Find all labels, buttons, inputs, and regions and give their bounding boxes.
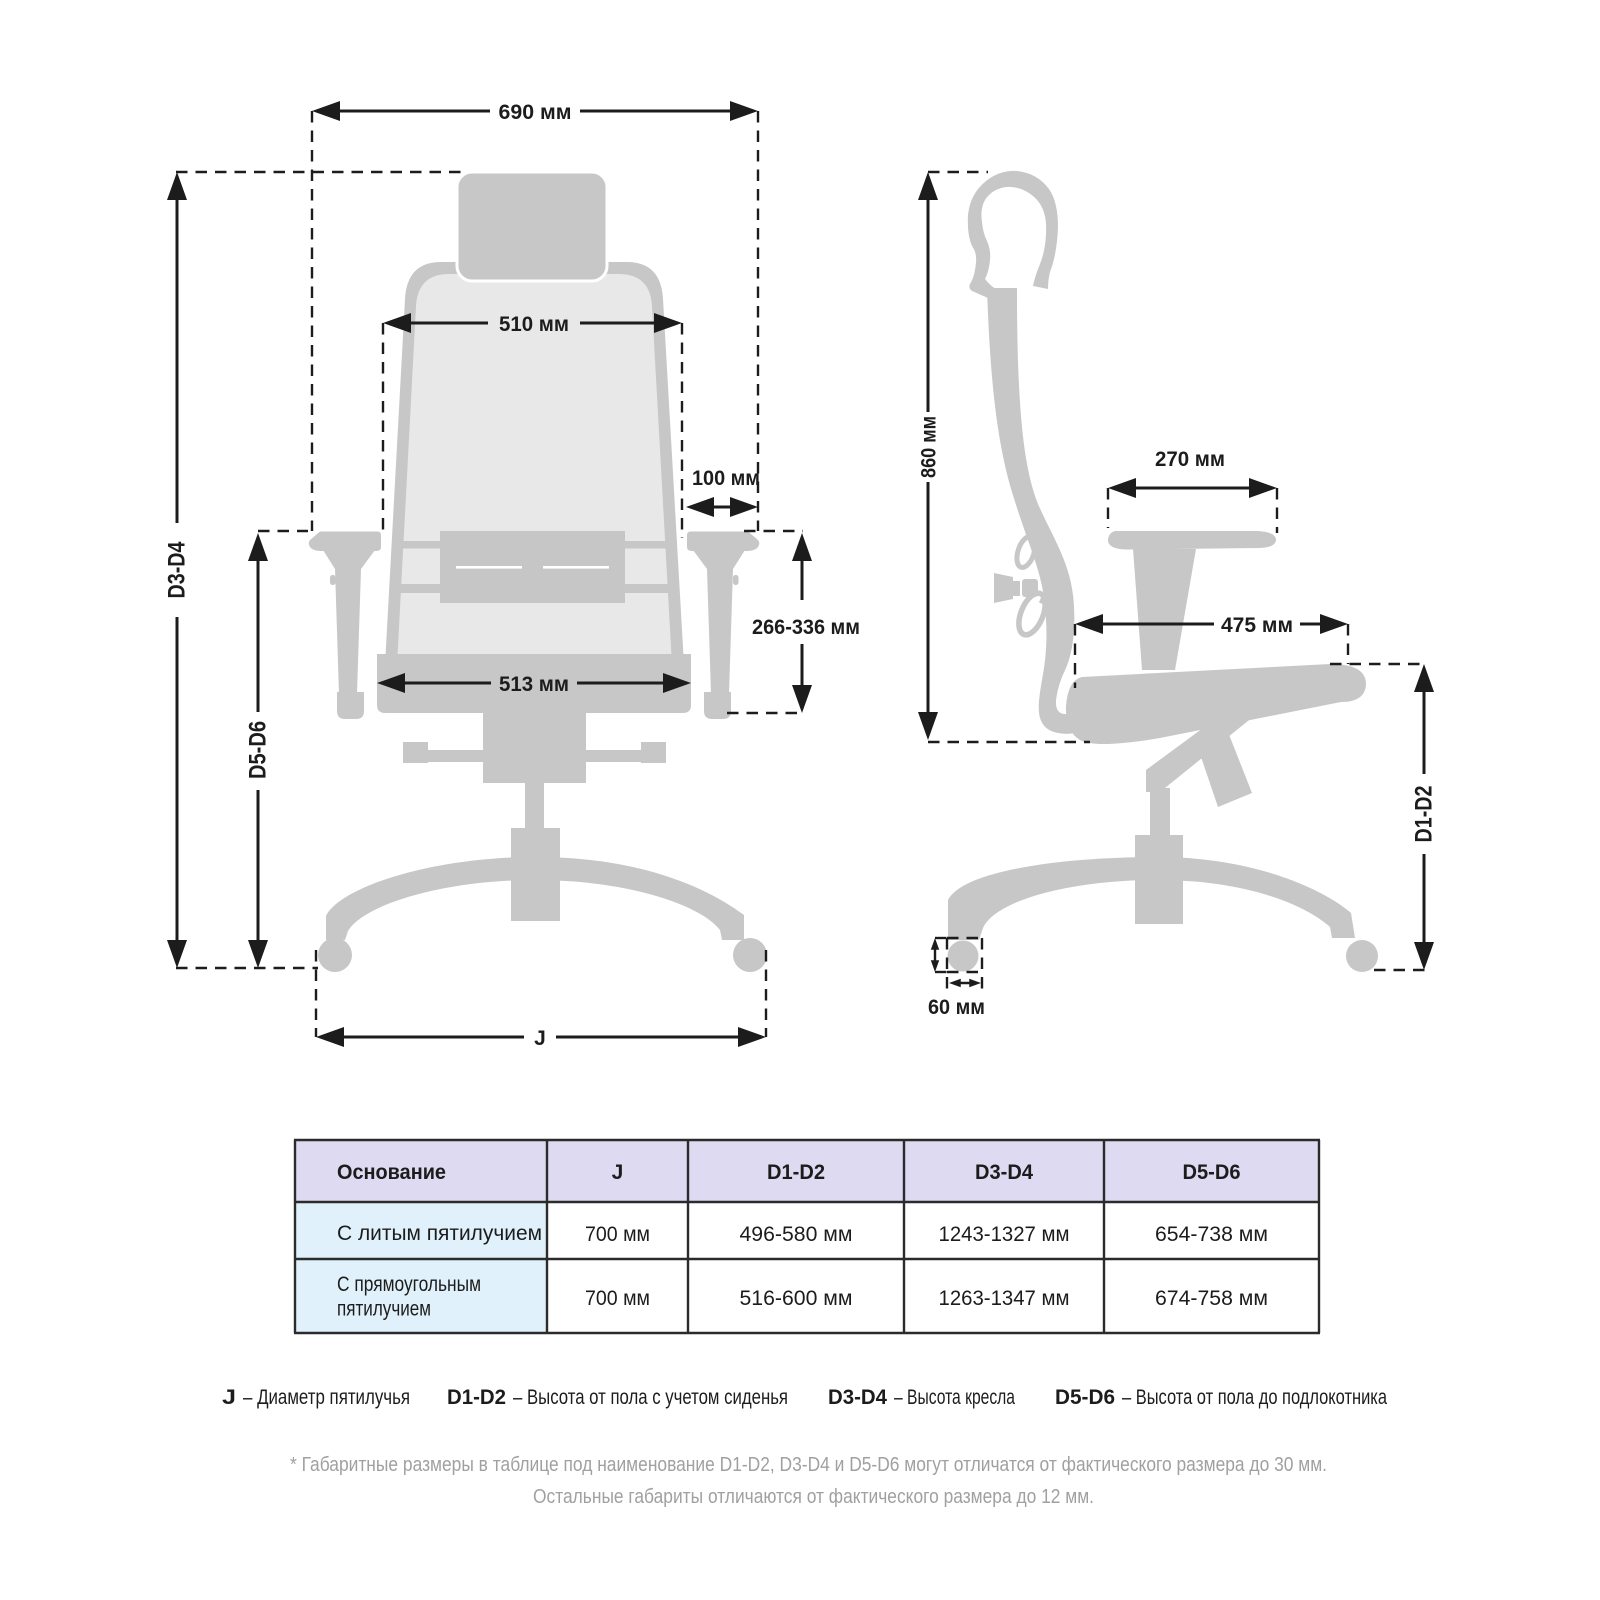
svg-text:270 мм: 270 мм [1155, 448, 1225, 471]
svg-text:– Высота кресла: – Высота кресла [894, 1386, 1015, 1409]
svg-text:* Габаритные размеры в таблице: * Габаритные размеры в таблице под наиме… [290, 1453, 1327, 1476]
svg-text:516-600 мм: 516-600 мм [740, 1287, 853, 1310]
svg-text:100 мм: 100 мм [692, 467, 760, 490]
svg-text:J: J [222, 1386, 236, 1409]
svg-text:J: J [534, 1027, 546, 1050]
svg-text:– Диаметр пятилучья: – Диаметр пятилучья [243, 1386, 410, 1409]
svg-text:496-580 мм: 496-580 мм [740, 1223, 853, 1246]
svg-text:475 мм: 475 мм [1221, 614, 1293, 637]
svg-text:J: J [612, 1161, 624, 1184]
svg-text:пятилучием: пятилучием [337, 1298, 431, 1321]
svg-text:Основание: Основание [337, 1161, 446, 1184]
svg-text:266-336 мм: 266-336 мм [752, 616, 860, 639]
svg-text:D1-D2: D1-D2 [447, 1386, 506, 1409]
svg-text:D1-D2: D1-D2 [767, 1161, 825, 1184]
svg-text:С литым пятилучием: С литым пятилучием [337, 1222, 542, 1245]
svg-text:D1-D2: D1-D2 [1411, 786, 1438, 843]
svg-text:1263-1347 мм: 1263-1347 мм [939, 1287, 1070, 1310]
svg-text:D5-D6: D5-D6 [1183, 1161, 1241, 1184]
svg-text:510 мм: 510 мм [499, 313, 569, 336]
svg-text:D3-D4: D3-D4 [164, 541, 191, 599]
svg-text:700 мм: 700 мм [585, 1287, 650, 1310]
svg-text:D5-D6: D5-D6 [1055, 1386, 1115, 1409]
svg-text:– Высота от пола до подлокотни: – Высота от пола до подлокотника [1122, 1386, 1387, 1409]
svg-text:700 мм: 700 мм [585, 1223, 650, 1246]
svg-text:D3-D4: D3-D4 [828, 1386, 887, 1409]
svg-text:860 мм: 860 мм [918, 416, 941, 478]
svg-text:Остальные габариты отличаются: Остальные габариты отличаются от фактиче… [533, 1485, 1094, 1508]
svg-text:674-758 мм: 674-758 мм [1155, 1287, 1268, 1310]
svg-text:D5-D6: D5-D6 [245, 721, 272, 779]
svg-text:– Высота от пола с учетом сиде: – Высота от пола с учетом сиденья [513, 1386, 788, 1409]
svg-text:1243-1327 мм: 1243-1327 мм [939, 1223, 1070, 1246]
svg-text:690 мм: 690 мм [499, 101, 572, 124]
svg-text:С прямоугольным: С прямоугольным [337, 1273, 481, 1296]
svg-text:D3-D4: D3-D4 [975, 1161, 1033, 1184]
svg-text:513 мм: 513 мм [499, 673, 569, 696]
svg-text:60 мм: 60 мм [928, 996, 985, 1019]
svg-text:654-738 мм: 654-738 мм [1155, 1223, 1268, 1246]
